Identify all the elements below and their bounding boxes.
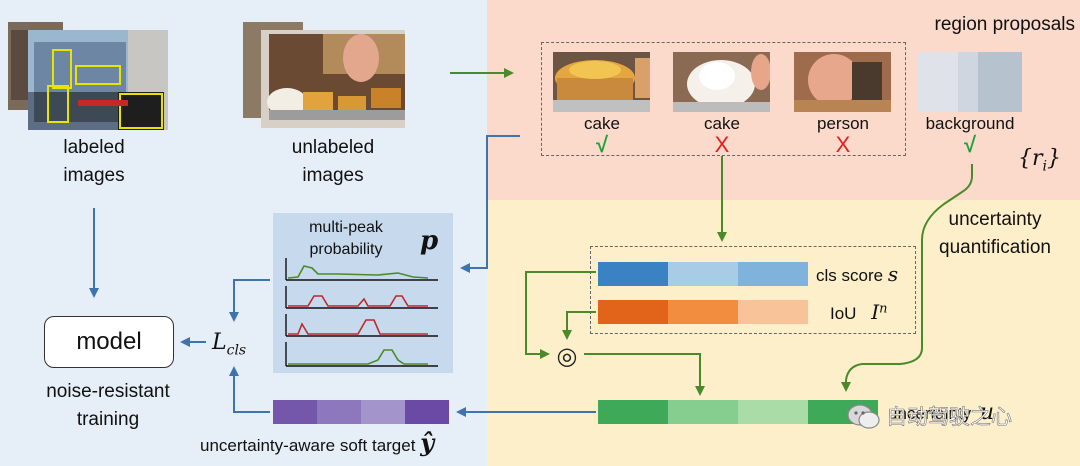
- labeled-images-label: labeled images: [63, 137, 125, 186]
- proposal-crop-cake-1: [553, 52, 650, 112]
- probability-curve-3: [285, 314, 438, 337]
- uncertainty-segment: [668, 400, 738, 424]
- proposal-mark-4: √: [963, 132, 977, 157]
- watermark-text: 自动驾驶之心: [886, 405, 1013, 430]
- soft-target-segment: [361, 400, 405, 424]
- uncertainty-quantification-title: uncertainty quantification: [939, 209, 1051, 258]
- cls-score-segment: [668, 262, 738, 286]
- iou-segment: [668, 300, 738, 324]
- soft-target-segment: [273, 400, 317, 424]
- proposal-mark-3: X: [835, 132, 851, 157]
- unlabeled-images-label: unlabeled images: [291, 137, 375, 186]
- cls-score-segment: [738, 262, 808, 286]
- cls-score-bar: [598, 262, 808, 286]
- wechat-icon: [847, 404, 880, 429]
- probability-panel: [273, 213, 453, 373]
- proposal-label-1: cake: [584, 114, 620, 133]
- probability-curve-4: [285, 342, 438, 367]
- model-box: model: [44, 316, 174, 368]
- arrow-iou-to-combine: [562, 311, 596, 340]
- labeled-images-thumbnail: [8, 22, 168, 130]
- soft-target-label: uncertainty-aware soft target ŷ: [200, 428, 435, 457]
- probability-curves: [285, 258, 438, 367]
- uncertainty-segment: [598, 400, 668, 424]
- proposals-dashed-box: [541, 42, 906, 156]
- watermark: 自动驾驶之心: [846, 398, 1046, 434]
- proposal-crop-background: [918, 52, 1022, 112]
- iou-label: IoU In: [830, 300, 888, 324]
- loss-symbol: Lcls: [212, 330, 247, 359]
- model-caption: noise-resistant training: [46, 381, 170, 430]
- region-proposals-title: region proposals: [934, 14, 1075, 35]
- uncertainty-label: uncertainty u: [888, 400, 995, 425]
- cls-score-label: cls score s: [816, 262, 899, 286]
- probability-curve-1: [285, 258, 438, 281]
- probability-curve-2: [285, 286, 438, 309]
- arrow-soft-target-to-loss: [229, 366, 270, 413]
- arrow-proposals-to-probability: [460, 135, 520, 273]
- arrow-probability-to-loss: [229, 279, 270, 322]
- proposal-crop-person: [794, 52, 891, 112]
- unlabeled-images-thumbnail: [243, 22, 405, 128]
- soft-target-segment: [317, 400, 361, 424]
- arrow-background-to-uncertainty: [841, 164, 973, 392]
- proposal-label-3: person: [817, 114, 869, 133]
- iou-bar: [598, 300, 808, 324]
- uncertainty-segment: [738, 400, 808, 424]
- proposal-crop-cake-2: [673, 52, 770, 112]
- soft-target-bar: [273, 400, 449, 424]
- arrow-cls-to-combine: [525, 271, 596, 359]
- probability-symbol: p: [420, 226, 439, 256]
- iou-segment: [738, 300, 808, 324]
- arrow-combine-to-uncertainty: [584, 353, 705, 396]
- iou-segment: [598, 300, 668, 324]
- cls-score-segment: [598, 262, 668, 286]
- scores-dashed-box: [590, 246, 916, 334]
- proposal-label-4: background: [925, 114, 1015, 133]
- proposal-label-2: cake: [704, 114, 740, 133]
- soft-target-segment: [405, 400, 449, 424]
- probability-title: multi-peak probability: [309, 219, 383, 258]
- region-set-symbol: {ri}: [1018, 146, 1061, 175]
- combine-operator: ◎: [556, 343, 578, 370]
- proposal-mark-2: X: [714, 132, 730, 157]
- proposal-mark-1: √: [595, 132, 609, 157]
